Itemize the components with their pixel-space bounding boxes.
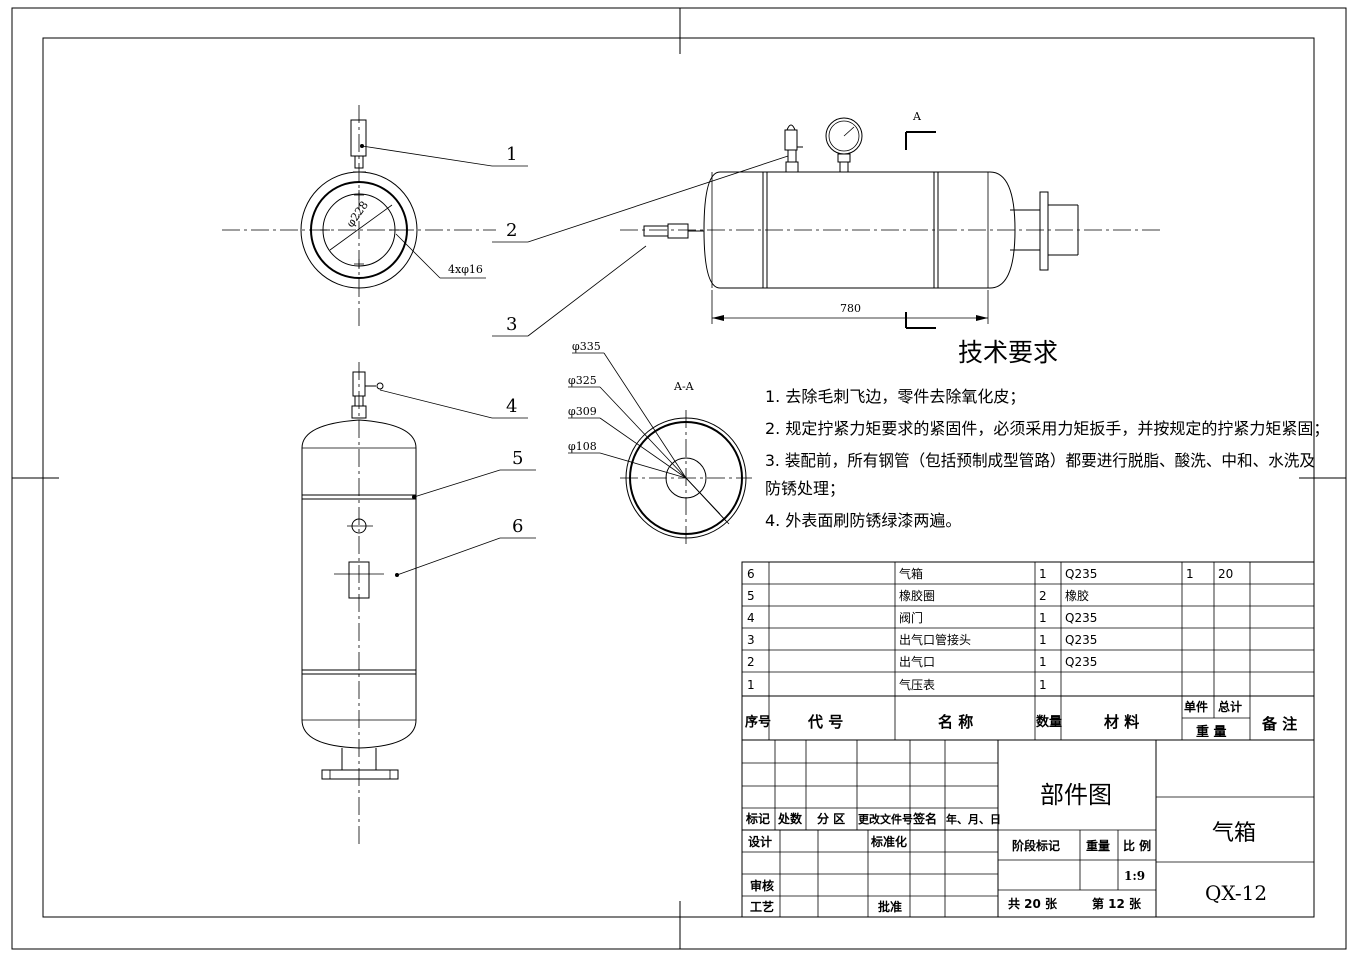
bom-head-weight: 重 量 [1196,724,1227,740]
scale-value: 1:9 [1124,869,1145,883]
end-view-top: φ228 4xφ16 [222,105,496,326]
bom-mat-5: Q235 [1065,655,1097,669]
dim-holes: 4xφ16 [448,263,483,276]
rev-label-date: 年、月、日 [946,812,1001,826]
dim-d108: φ108 [568,440,597,453]
bom-no-4: 3 [747,633,755,647]
label-scale: 比 例 [1123,838,1151,853]
callout-3: 3 [506,314,517,335]
label-approve: 批准 [878,899,902,914]
bom-qty-4: 1 [1039,633,1047,647]
bom-name-6: 气压表 [899,677,935,692]
rev-label-count: 处数 [777,811,803,826]
bom-head-qty: 数量 [1036,714,1062,730]
bom-name-5: 出气口 [899,654,935,669]
tech-line-2: 2. 规定拧紧力矩要求的紧固件，必须采用力矩扳手，并按规定的拧紧力矩紧固； [765,419,1329,438]
rev-label-doc: 更改文件号 [858,812,913,826]
tank-side-view [301,362,417,845]
bom-qty-5: 1 [1039,655,1047,669]
dim-d325: φ325 [568,374,597,387]
bom-name-2: 橡胶圈 [899,588,935,603]
bom-mat-3: Q235 [1065,611,1097,625]
sheet-number: 第 12 张 [1092,896,1142,911]
bom-unit-1: 1 [1186,567,1194,581]
sheets-total: 共 20 张 [1008,896,1058,911]
tech-line-4: 防锈处理； [765,479,845,498]
label-process: 工艺 [750,899,774,914]
bom-no-3: 4 [747,611,755,625]
bom-head-total: 总计 [1218,699,1242,714]
label-weight: 重量 [1086,838,1110,853]
callout-6: 6 [512,516,523,537]
bom-qty-6: 1 [1039,678,1047,692]
rev-label-mark: 标记 [745,811,770,826]
bom-qty-3: 1 [1039,611,1047,625]
callout-5: 5 [512,448,523,469]
tech-line-5: 4. 外表面刷防锈绿漆两遍。 [765,511,961,530]
bom-head-unit: 单件 [1184,699,1208,714]
part-name: 气箱 [1212,821,1256,846]
section-title: A-A [673,380,695,393]
bom-head-no: 序号 [745,714,771,730]
bom-mat-2: 橡胶 [1065,588,1089,603]
section-a-a: A-A φ335 φ325 φ309 φ108 [568,340,752,548]
callout-2: 2 [506,220,517,241]
dim-d228: φ228 [344,199,371,230]
label-standard: 标准化 [870,834,907,849]
rev-label-zone: 分 区 [817,811,845,826]
bom-no-6: 1 [747,678,755,692]
tank-front-view: A 780 [620,110,1160,329]
bom-no-5: 2 [747,655,755,669]
tech-line-3: 3. 装配前，所有钢管（包括预制成型管路）都要进行脱脂、酸洗、中和、水洗及 [765,451,1315,470]
rev-label-sign: 签名 [912,811,937,826]
label-review: 审核 [750,878,774,893]
bom-qty-1: 1 [1039,567,1047,581]
bom-mat-1: Q235 [1065,567,1097,581]
drawing-code: QX-12 [1205,881,1267,905]
sheet-border [11,7,1347,950]
dim-d309: φ309 [568,405,597,418]
bom-no-2: 5 [747,589,755,603]
section-mark-a: A [912,110,922,123]
bom-mat-4: Q235 [1065,633,1097,647]
label-design: 设计 [748,834,772,849]
bom-qty-2: 2 [1039,589,1047,603]
bom-total-1: 20 [1218,567,1233,581]
tech-title: 技术要求 [958,338,1058,367]
drawing-type: 部件图 [1040,781,1112,809]
bom-head-note: 备 注 [1261,715,1297,733]
bom-name-4: 出气口管接头 [899,632,971,647]
dim-780: 780 [840,302,861,315]
bom-head-code: 代 号 [807,713,843,731]
title-block: 标记 处数 分 区 更改文件号 签名 年、月、日 设计 标准化 审核 工艺 批准… [741,739,1315,918]
bom-name-3: 阀门 [899,610,923,625]
label-stage: 阶段标记 [1012,838,1060,853]
bom-head-mat: 材 料 [1104,713,1139,731]
dim-d335: φ335 [572,340,601,353]
bom-no-1: 6 [747,567,755,581]
callout-1: 1 [506,144,517,165]
tech-line-1: 1. 去除毛刺飞边，零件去除氧化皮； [765,387,1025,406]
callout-4: 4 [506,396,517,417]
bom-name-1: 气箱 [899,566,923,581]
tech-requirements: 技术要求 1. 去除毛刺飞边，零件去除氧化皮； 2. 规定拧紧力矩要求的紧固件，… [765,338,1329,530]
callouts: 1 2 3 4 5 6 [360,144,789,577]
bom-head-name: 名 称 [938,713,973,731]
bom-table: 6 气箱 1 Q235 1 20 5 橡胶圈 2 橡胶 4 阀门 1 Q235 … [741,561,1315,741]
